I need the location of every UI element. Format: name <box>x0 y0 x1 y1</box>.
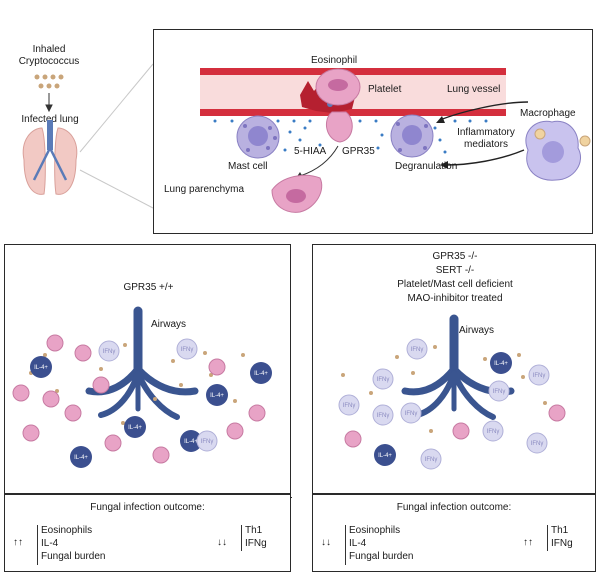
left-outcome-fungal-burden: Fungal burden <box>41 551 106 562</box>
svg-text:IL-4+: IL-4+ <box>378 453 392 459</box>
svg-text:IFNγ: IFNγ <box>103 349 116 355</box>
eosinophil-cells-icon <box>344 404 566 448</box>
svg-text:IL-4+: IL-4+ <box>128 425 142 431</box>
left-outcome-th1: Th1 <box>245 525 263 536</box>
platelet-label: Platelet <box>368 84 402 95</box>
svg-text:IFNγ: IFNγ <box>531 441 544 447</box>
left-panel: GPR35 +/+ Airways IL-4+IL-4+IL-4+ IL-4+I… <box>4 244 292 498</box>
right-outcome-th1: Th1 <box>551 525 569 536</box>
svg-text:IFNγ: IFNγ <box>487 429 500 435</box>
mast-cell-label: Mast cell <box>228 161 268 172</box>
mast-cell-icon <box>236 115 280 159</box>
macrophage-label: Macrophage <box>520 108 576 119</box>
eosinophil-label: Eosinophil <box>311 55 358 66</box>
macrophage-icon <box>525 120 591 181</box>
right-outcome-eosinophils: Eosinophils <box>349 525 401 536</box>
right-outcome-il4: IL-4 <box>349 538 367 549</box>
lungs-icon <box>22 120 78 195</box>
right-title-line-1: GPR35 -/- <box>432 251 478 262</box>
right-airways-label: Airways <box>459 325 495 336</box>
right-title-line-3: Platelet/Mast cell deficient <box>397 279 513 290</box>
ifn-cells-icon <box>98 338 218 452</box>
il4-cells-icon <box>374 352 512 466</box>
hiaa-label: 5-HIAA <box>294 146 327 157</box>
left-panel-title: GPR35 +/+ <box>123 282 174 293</box>
left-outcome-eosinophils: Eosinophils <box>41 525 93 536</box>
svg-text:IFNγ: IFNγ <box>377 377 390 383</box>
il4-cells-icon <box>30 356 272 468</box>
ifn-cells-icon <box>338 338 550 470</box>
right-down-arrows: ↓↓ <box>321 537 331 548</box>
lung-parenchyma-label: Lung parenchyma <box>164 184 245 195</box>
svg-text:IFNγ: IFNγ <box>493 389 506 395</box>
vessel-illustration <box>200 68 591 213</box>
infected-lung-label: Infected lung <box>21 114 79 125</box>
left-outcome-ifng: IFNg <box>245 538 267 549</box>
left-airways-label: Airways <box>151 319 187 330</box>
svg-text:IFNγ: IFNγ <box>425 457 438 463</box>
left-outcome-title: Fungal infection outcome: <box>90 502 205 513</box>
svg-text:IL-4+: IL-4+ <box>34 365 48 371</box>
degranulation-label: Degranulation <box>395 161 458 172</box>
mediator-arrows-icon <box>439 101 529 166</box>
lung-vessel-label: Lung vessel <box>447 84 501 95</box>
svg-text:IL-4+: IL-4+ <box>254 371 268 377</box>
inflammatory-mediators-label: Inflammatory mediators <box>457 127 515 150</box>
gpr35-label: GPR35 <box>342 146 375 157</box>
airway-tree-icon <box>85 306 199 420</box>
svg-text:IFNγ: IFNγ <box>377 413 390 419</box>
left-down-arrows: ↓↓ <box>217 537 227 548</box>
tissue-eosinophil-icon <box>271 174 323 213</box>
top-illustration <box>22 63 154 209</box>
right-up-arrows: ↑↑ <box>523 537 533 548</box>
svg-text:IL-4+: IL-4+ <box>494 361 508 367</box>
left-outcome-il4: IL-4 <box>41 538 59 549</box>
svg-text:IFNγ: IFNγ <box>343 403 356 409</box>
svg-text:IFNγ: IFNγ <box>411 347 424 353</box>
right-outcome-title: Fungal infection outcome: <box>396 502 512 513</box>
right-title-line-2: SERT -/- <box>435 265 475 276</box>
svg-text:IL-4+: IL-4+ <box>184 439 198 445</box>
inhaled-cryptococcus-label: Inhaled Cryptococcus <box>18 44 80 67</box>
left-outcome-panel: Fungal infection outcome: ↑↑ Eosinophils… <box>4 494 291 572</box>
right-panel: GPR35 -/- SERT -/- Platelet/Mast cell de… <box>312 244 596 494</box>
svg-text:IFNγ: IFNγ <box>181 347 194 353</box>
cryptococcus-spores-icon <box>34 74 64 89</box>
il4-cell-labels: IL-4+ IL-4+ IL-4+ IL-4+ IL-4+ IL-4+ <box>34 365 268 461</box>
right-outcome-ifng: IFNg <box>551 538 573 549</box>
arrow-down-icon <box>45 93 53 113</box>
left-up-arrows: ↑↑ <box>13 537 23 548</box>
right-outcome-panel: Fungal infection outcome: ↓↓ Eosinophils… <box>312 494 596 572</box>
svg-text:IFNγ: IFNγ <box>405 411 418 417</box>
svg-text:IFNγ: IFNγ <box>201 439 214 445</box>
spore-dots-icon <box>341 345 547 433</box>
eosinophil-cells-icon <box>12 334 266 464</box>
svg-text:IL-4+: IL-4+ <box>210 393 224 399</box>
svg-text:IFNγ: IFNγ <box>533 373 546 379</box>
right-outcome-fungal-burden: Fungal burden <box>349 551 414 562</box>
right-title-line-4: MAO-inhibitor treated <box>407 293 503 304</box>
svg-text:IL-4+: IL-4+ <box>74 455 88 461</box>
zoom-panel <box>153 29 593 234</box>
degranulating-mast-cell-icon <box>390 114 434 158</box>
